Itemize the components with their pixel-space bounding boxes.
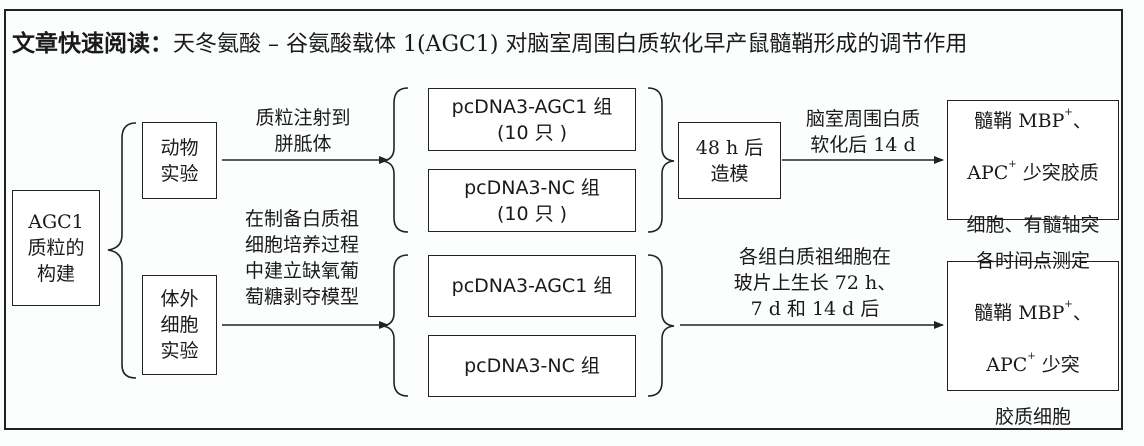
cell-result-line3: 胶质细胞 bbox=[994, 406, 1071, 428]
superscript: + bbox=[1027, 351, 1036, 362]
animal-result-line2: APC bbox=[967, 162, 1009, 184]
diagram-title: 文章快速阅读：天冬氨酸 – 谷氨酸载体 1(AGC1) 对脑室周围白质软化早产鼠… bbox=[12, 24, 967, 58]
animal-group-nc: pcDNA3-NC 组 (10 只 ) bbox=[428, 169, 636, 232]
superscript: + bbox=[1064, 107, 1073, 118]
title-prefix: 文章快速阅读： bbox=[12, 31, 173, 57]
cell-result-line0: 各时间点测定 bbox=[975, 250, 1090, 272]
animal-result-box: 髓鞘 MBP+、 APC+ 少突胶质 细胞、有髓轴突 bbox=[947, 100, 1119, 236]
cell-arrow-label: 在制备白质祖 细胞培养过程 中建立缺氧葡 萄糖剥夺模型 bbox=[244, 208, 359, 308]
text: 、 bbox=[1072, 302, 1092, 324]
animal-arrow-label: 质粒注射到 胼胝体 bbox=[255, 107, 351, 155]
cell-result-line1: 髓鞘 MBP bbox=[974, 302, 1065, 324]
cell-result-line2: APC bbox=[986, 354, 1028, 376]
superscript: + bbox=[1064, 299, 1073, 310]
root-box: AGC1 质粒的 构建 bbox=[12, 190, 100, 306]
cell-groups-right-brace bbox=[647, 254, 675, 397]
animal-groups-right-brace bbox=[647, 87, 675, 233]
animal-result-line1: 髓鞘 MBP bbox=[974, 110, 1065, 132]
superscript: + bbox=[1008, 159, 1017, 170]
cell-result-box: 各时间点测定 髓鞘 MBP+、 APC+ 少突 胶质细胞 bbox=[947, 250, 1119, 428]
animal-groups-left-brace bbox=[381, 87, 409, 233]
animal-result-line3: 细胞、有髓轴突 bbox=[966, 214, 1100, 236]
cell-group-agc1: pcDNA3-AGC1 组 bbox=[428, 255, 636, 317]
modeling-step-box: 48 h 后 造模 bbox=[678, 122, 781, 199]
text: 少突 bbox=[1035, 354, 1080, 376]
animal-experiment-box: 动物 实验 bbox=[142, 122, 217, 199]
step-arrow-label: 脑室周围白质 软化后 14 d bbox=[805, 108, 920, 156]
title-text: 天冬氨酸 – 谷氨酸载体 1(AGC1) 对脑室周围白质软化早产鼠髓鞘形成的调节… bbox=[173, 32, 968, 57]
animal-group-agc1: pcDNA3-AGC1 组 (10 只 ) bbox=[428, 88, 636, 151]
cell-group-nc: pcDNA3-NC 组 bbox=[428, 335, 636, 397]
text: 、 bbox=[1072, 110, 1092, 132]
root-brace bbox=[107, 122, 137, 379]
cell-result-arrow-label: 各组白质祖细胞在 玻片上生长 72 h、 7 d 和 14 d 后 bbox=[733, 246, 897, 320]
cell-groups-left-brace bbox=[381, 254, 409, 397]
cell-experiment-box: 体外 细胞 实验 bbox=[142, 275, 217, 375]
text: 少突胶质 bbox=[1016, 162, 1099, 184]
